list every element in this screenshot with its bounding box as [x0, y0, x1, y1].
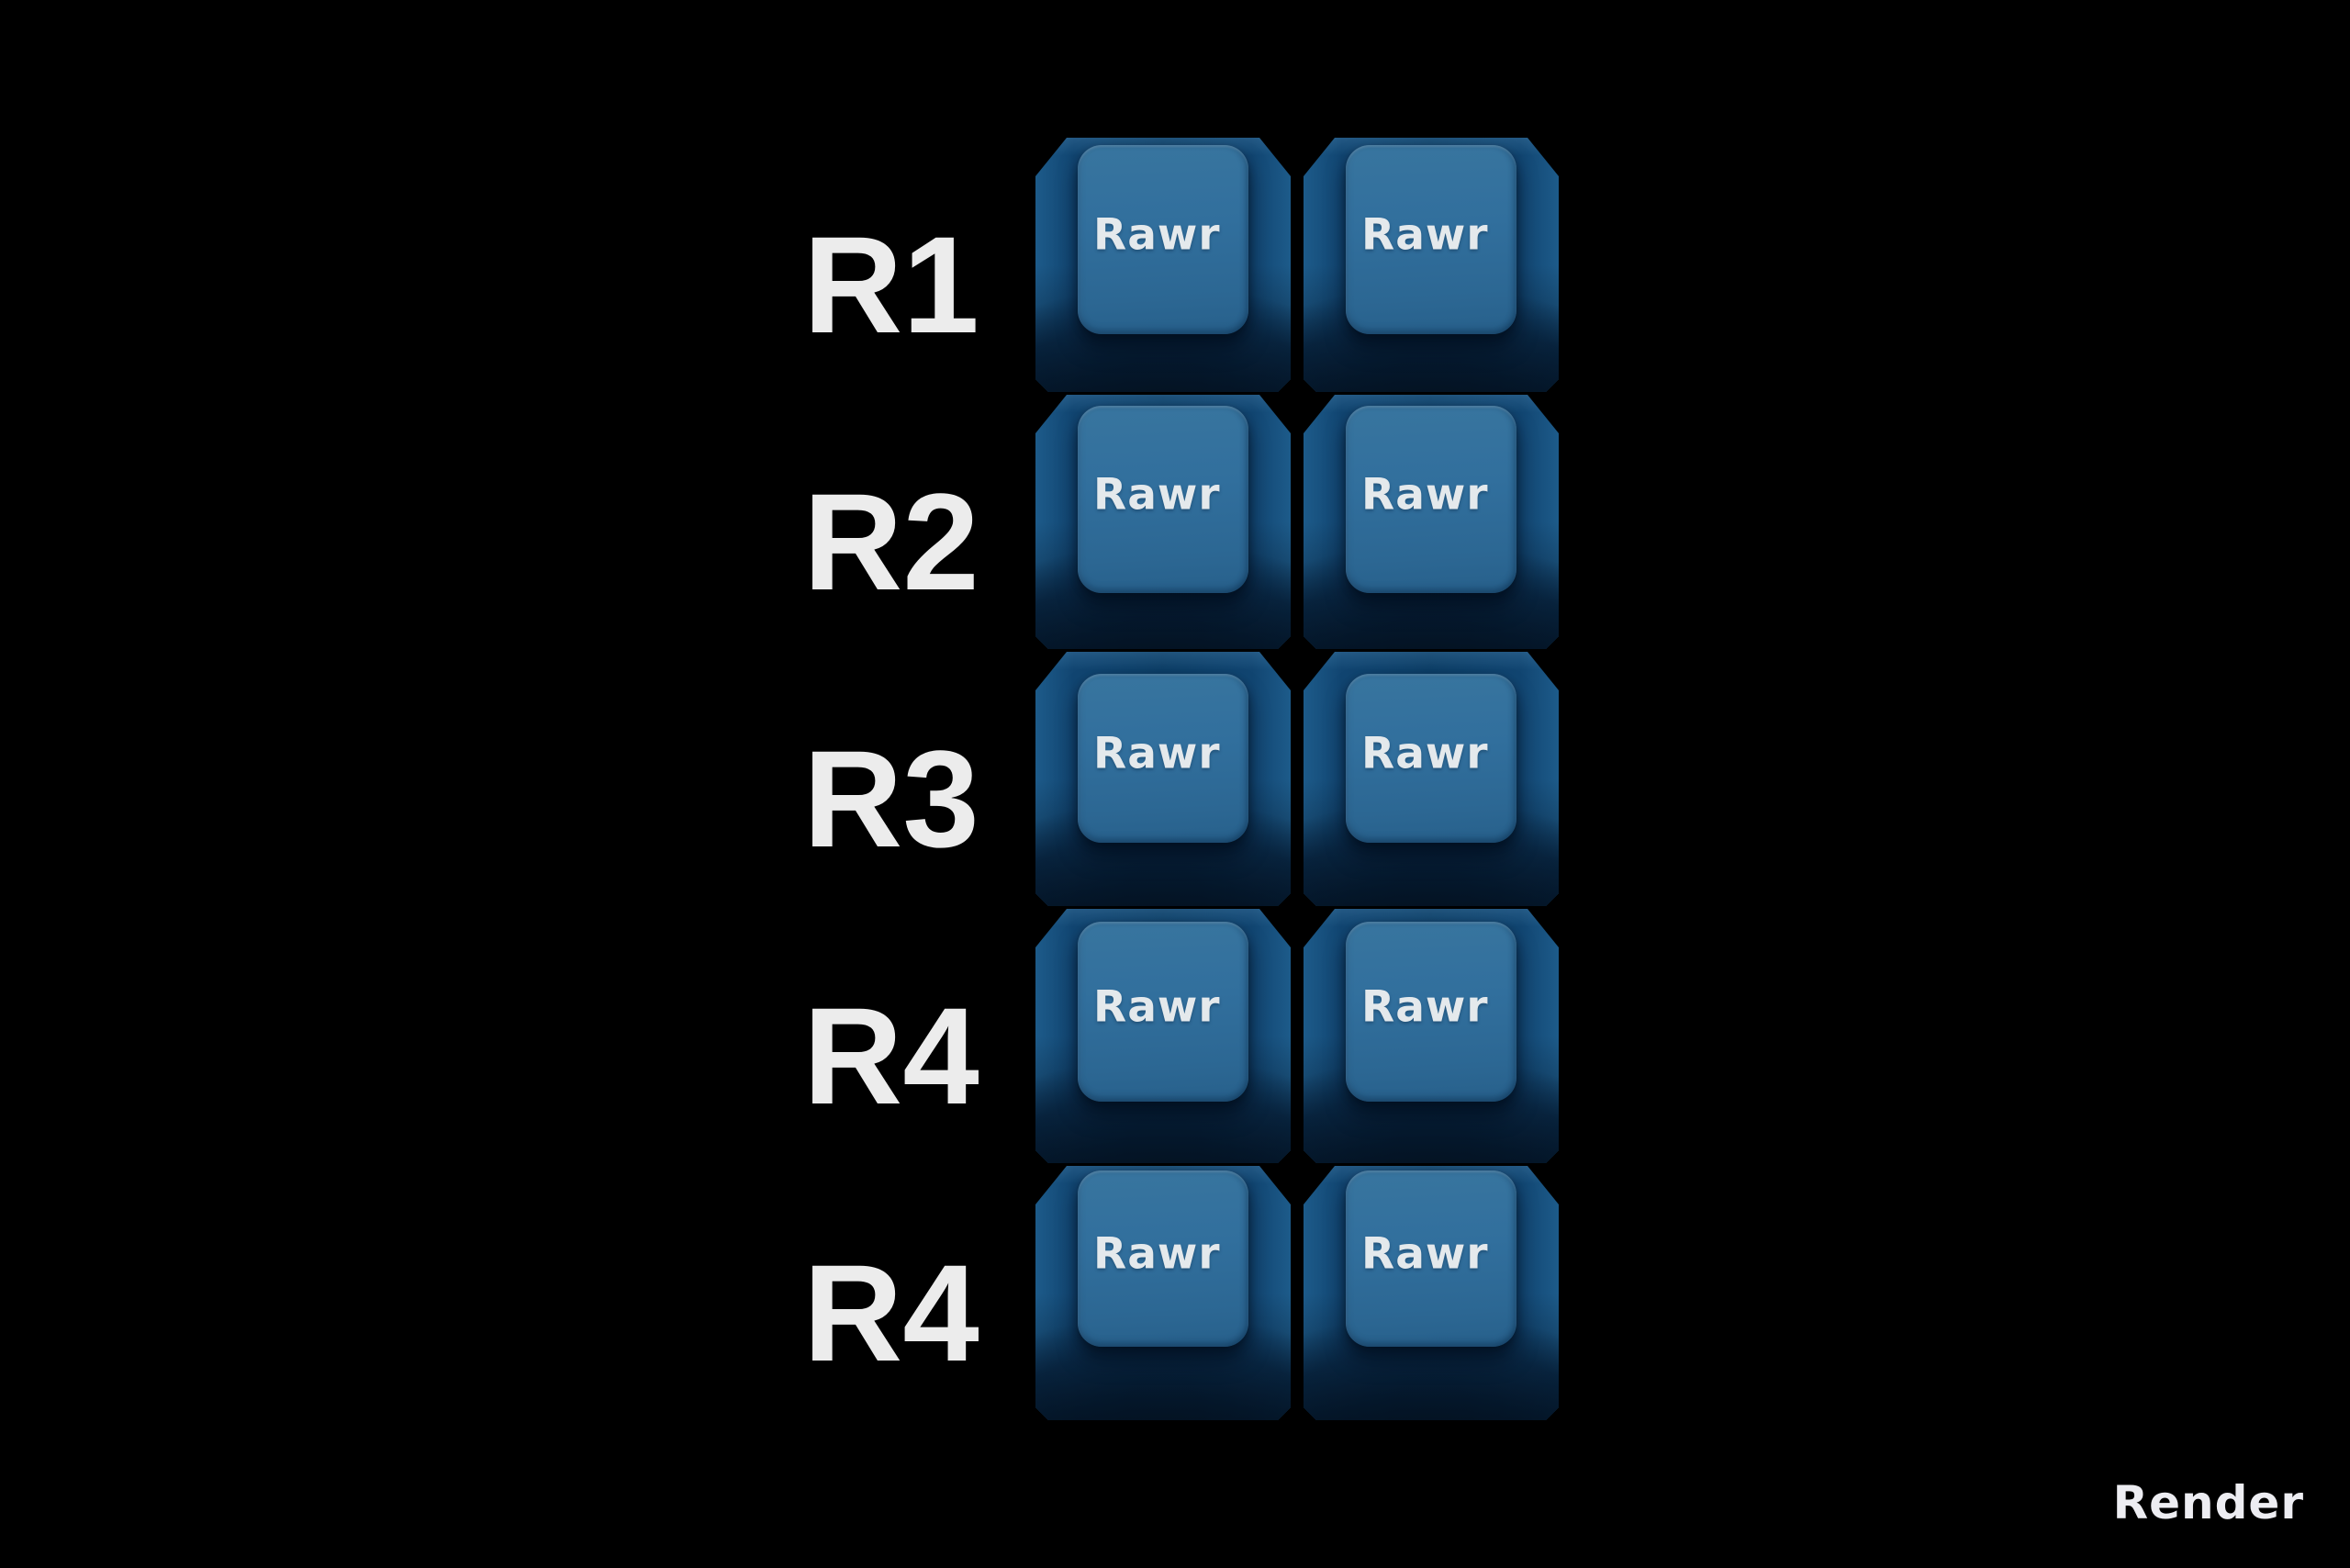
keycap: Rawr	[1035, 395, 1291, 649]
keycap-face: Rawr	[1346, 1170, 1516, 1347]
render-watermark: Render	[2112, 1476, 2304, 1529]
keycap: Rawr	[1304, 652, 1559, 906]
keycap: Rawr	[1304, 909, 1559, 1163]
keycap-legend: Rawr	[1093, 1228, 1221, 1280]
keycap-legend: Rawr	[1093, 728, 1221, 779]
keycap: Rawr	[1035, 652, 1291, 906]
row-2: R2 Rawr Rawr	[789, 395, 1559, 652]
keycap-face: Rawr	[1078, 145, 1248, 334]
keycap-legend: Rawr	[1361, 728, 1489, 779]
keycap-face: Rawr	[1346, 145, 1516, 334]
keycap-legend: Rawr	[1361, 1228, 1489, 1280]
keycap-face: Rawr	[1346, 674, 1516, 843]
keycap: Rawr	[1304, 395, 1559, 649]
keycap-face: Rawr	[1078, 674, 1248, 843]
keycap: Rawr	[1035, 138, 1291, 392]
keycap-legend: Rawr	[1093, 981, 1221, 1033]
keycap-face: Rawr	[1346, 922, 1516, 1102]
keycap-face: Rawr	[1078, 1170, 1248, 1347]
row-label: R4	[803, 1236, 979, 1390]
keycap: Rawr	[1304, 138, 1559, 392]
row-3: R3 Rawr Rawr	[789, 652, 1559, 909]
keycap-legend: Rawr	[1093, 469, 1221, 521]
row-4: R4 Rawr Rawr	[789, 909, 1559, 1166]
keycap-legend: Rawr	[1361, 469, 1489, 521]
keycap-board: R1 Rawr Rawr R2 Rawr Rawr	[789, 138, 1559, 1423]
row-label: R1	[803, 207, 979, 362]
keycap-legend: Rawr	[1361, 981, 1489, 1033]
keycap-legend: Rawr	[1361, 209, 1489, 261]
keycap-face: Rawr	[1346, 406, 1516, 593]
keycap: Rawr	[1035, 1166, 1291, 1420]
row-label: R4	[803, 979, 979, 1133]
keycap-legend: Rawr	[1093, 209, 1221, 261]
keycap-face: Rawr	[1078, 406, 1248, 593]
row-5: R4 Rawr Rawr	[789, 1166, 1559, 1423]
row-label: R3	[803, 722, 979, 876]
keycap-face: Rawr	[1078, 922, 1248, 1102]
row-1: R1 Rawr Rawr	[789, 138, 1559, 395]
row-label: R2	[803, 465, 979, 619]
keycap: Rawr	[1304, 1166, 1559, 1420]
keycap: Rawr	[1035, 909, 1291, 1163]
